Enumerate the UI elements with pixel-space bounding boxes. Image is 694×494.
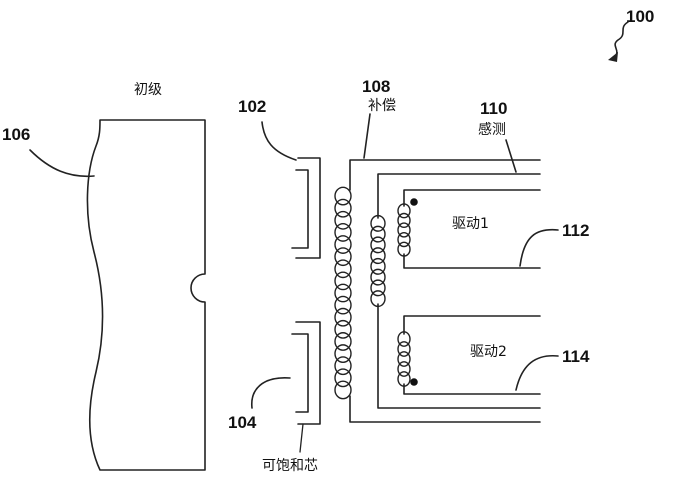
sense-coil-turn (370, 247, 386, 265)
ref-114-leader (515, 354, 559, 391)
compensation-top-lead (349, 159, 541, 191)
compensation-coil-turn (334, 332, 352, 351)
ref-100-arrowhead (608, 52, 618, 62)
ref-110-label: 110 (480, 99, 507, 118)
compensation-coil-turn (334, 368, 352, 388)
ref-104-label: 104 (228, 413, 257, 432)
drive1-coil-turn (397, 222, 411, 238)
drive1-label: 驱动1 (452, 216, 489, 232)
sense-top-lead (377, 173, 541, 219)
core-upper-inner (291, 169, 309, 249)
compensation-coil-turn (334, 210, 352, 230)
primary-label: 初级 (134, 81, 162, 98)
drive1-bottom-lead (403, 253, 541, 269)
ref-102-label: 102 (238, 97, 266, 116)
ref-112-label: 112 (562, 221, 589, 240)
compensation-coil-turn (334, 186, 352, 206)
drive2-label: 驱动2 (470, 344, 507, 360)
compensation-coil-turn (334, 283, 352, 303)
drive2-coil-turn (397, 331, 411, 347)
drive2-polarity-dot (410, 378, 418, 386)
compensation-coil-turn (334, 247, 352, 267)
drive2-coil-turn (397, 371, 411, 387)
drive2-coil-turn (397, 351, 411, 367)
core-upper-outer (295, 157, 321, 259)
sense-coil-turn (370, 225, 386, 243)
sense-coil (370, 214, 386, 308)
compensation-coil-turn (334, 356, 352, 376)
primary-block (86, 119, 206, 471)
ref-112-leader (519, 228, 559, 267)
compensation-coil-turn (334, 380, 352, 400)
compensation-coil-turn (334, 198, 352, 218)
drive1-coil (397, 203, 411, 257)
sense-label: 感测 (478, 121, 506, 138)
sense-bottom-lead (377, 303, 541, 409)
ref-108-label: 108 (362, 77, 390, 96)
compensation-coil-turn (334, 319, 352, 339)
ref-106-label: 106 (2, 125, 30, 144)
compensation-coil-turn (334, 271, 352, 291)
compensation-coil (334, 186, 352, 400)
ref-100-leader (613, 21, 629, 59)
ref-110-leader (505, 139, 517, 173)
compensation-coil-turn (334, 259, 352, 279)
drive2-coil-turn (397, 361, 411, 377)
compensation-bottom-lead (349, 395, 541, 423)
core-lower-outer (295, 321, 321, 425)
ref-114-label: 114 (562, 347, 590, 366)
ref-102-leader (261, 121, 297, 161)
drive1-coil-turn (397, 203, 411, 219)
ref-106-leader (29, 149, 95, 178)
compensation-coil-turn (334, 344, 352, 364)
compensation-label: 补偿 (368, 98, 396, 114)
drive2-top-lead (403, 315, 541, 335)
ref-100-label: 100 (626, 7, 654, 26)
compensation-coil-turn (334, 307, 352, 327)
sense-coil-turn (370, 290, 386, 308)
saturable-core-label: 可饱和芯 (262, 458, 318, 474)
sense-coil-turn (370, 214, 386, 232)
saturable-core-leader (299, 423, 304, 453)
drive1-coil-turn (397, 212, 411, 229)
drive2-bottom-lead (403, 383, 541, 395)
compensation-coil-turn (334, 222, 352, 242)
ref-104-leader (251, 377, 291, 409)
sense-coil-turn (370, 236, 386, 254)
drive1-top-lead (403, 189, 541, 207)
compensation-coil-turn (334, 295, 352, 315)
compensation-coil-turn (334, 235, 352, 254)
drive2-coil (397, 331, 411, 387)
drive1-coil-turn (397, 231, 411, 248)
sense-coil-turn (370, 279, 386, 297)
drive1-polarity-dot (410, 198, 418, 206)
sense-coil-turn (370, 268, 386, 286)
core-lower-inner (291, 333, 309, 413)
sense-coil-turn (370, 257, 386, 275)
drive2-coil-turn (397, 341, 411, 357)
ref-108-leader (363, 113, 371, 159)
drive1-coil-turn (397, 241, 411, 257)
